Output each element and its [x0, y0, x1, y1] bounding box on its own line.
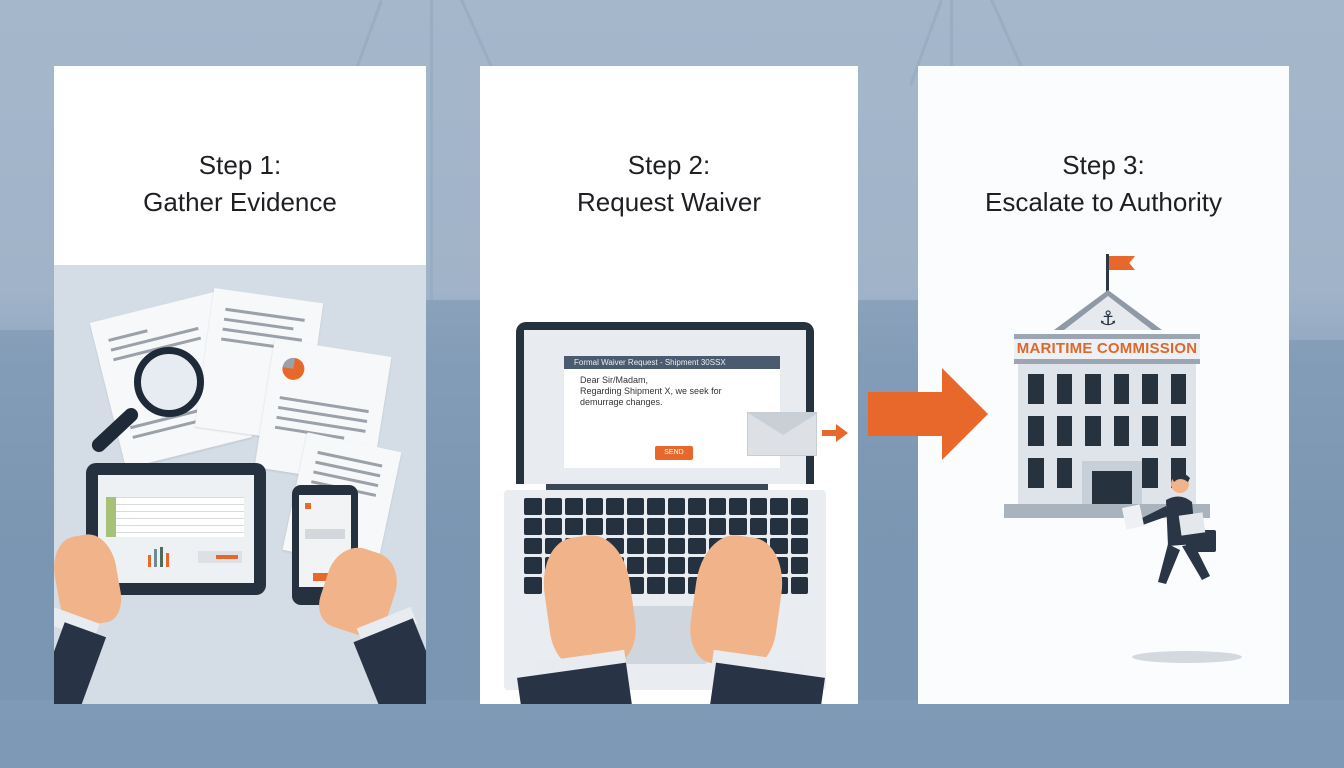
maritime-commission-building	[1018, 364, 1196, 504]
flag-icon	[1109, 256, 1135, 270]
building-roof: ⚓	[1054, 290, 1162, 330]
email-compose-window: Formal Waiver Request - Shipment 30SSX D…	[564, 356, 780, 468]
ground-shadow	[1132, 651, 1242, 663]
laptop-icon: Formal Waiver Request - Shipment 30SSX D…	[516, 322, 814, 484]
envelope-icon	[747, 412, 818, 456]
anchor-icon: ⚓	[1099, 308, 1117, 330]
step-3-card: Step 3: Escalate to Authority ⚓ MARITIME…	[918, 66, 1289, 704]
magnifier-icon	[134, 347, 204, 417]
gather-evidence-illustration	[54, 265, 426, 704]
email-line-1: Regarding Shipment X, we seek for	[580, 386, 722, 396]
step-1-card: Step 1: Gather Evidence	[54, 66, 426, 704]
small-arrow-right-icon	[822, 424, 848, 442]
step-1-title: Gather Evidence	[143, 187, 337, 217]
building-sign: MARITIME COMMISSION	[1014, 334, 1200, 364]
businessman-walking-icon	[1122, 473, 1216, 584]
laptop-screen: Formal Waiver Request - Shipment 30SSX D…	[524, 330, 806, 484]
flagpole	[1106, 254, 1109, 302]
building-entrance	[1082, 461, 1142, 504]
step-3-title: Escalate to Authority	[984, 187, 1223, 217]
step-2-number: Step 2:	[627, 150, 711, 180]
step-1-header: Step 1: Gather Evidence	[54, 66, 426, 265]
step-3-number: Step 3:	[1062, 150, 1145, 180]
email-line-2: demurrage changes.	[580, 397, 663, 407]
email-body: Dear Sir/Madam, Regarding Shipment X, we…	[564, 369, 780, 414]
email-subject: Formal Waiver Request - Shipment 30SSX	[564, 356, 780, 369]
step-3-header: Step 3: Escalate to Authority	[918, 66, 1289, 265]
step-2-title: Request Waiver	[577, 187, 761, 217]
step-2-card: Step 2: Request Waiver Formal Waiver Req…	[480, 66, 858, 704]
email-greeting: Dear Sir/Madam,	[580, 375, 649, 385]
send-button[interactable]: SEND	[655, 446, 693, 460]
laptop-hinge	[546, 484, 768, 494]
step-1-number: Step 1:	[198, 150, 282, 180]
step-2-header: Step 2: Request Waiver	[480, 66, 858, 265]
arrow-right-icon	[868, 368, 988, 460]
